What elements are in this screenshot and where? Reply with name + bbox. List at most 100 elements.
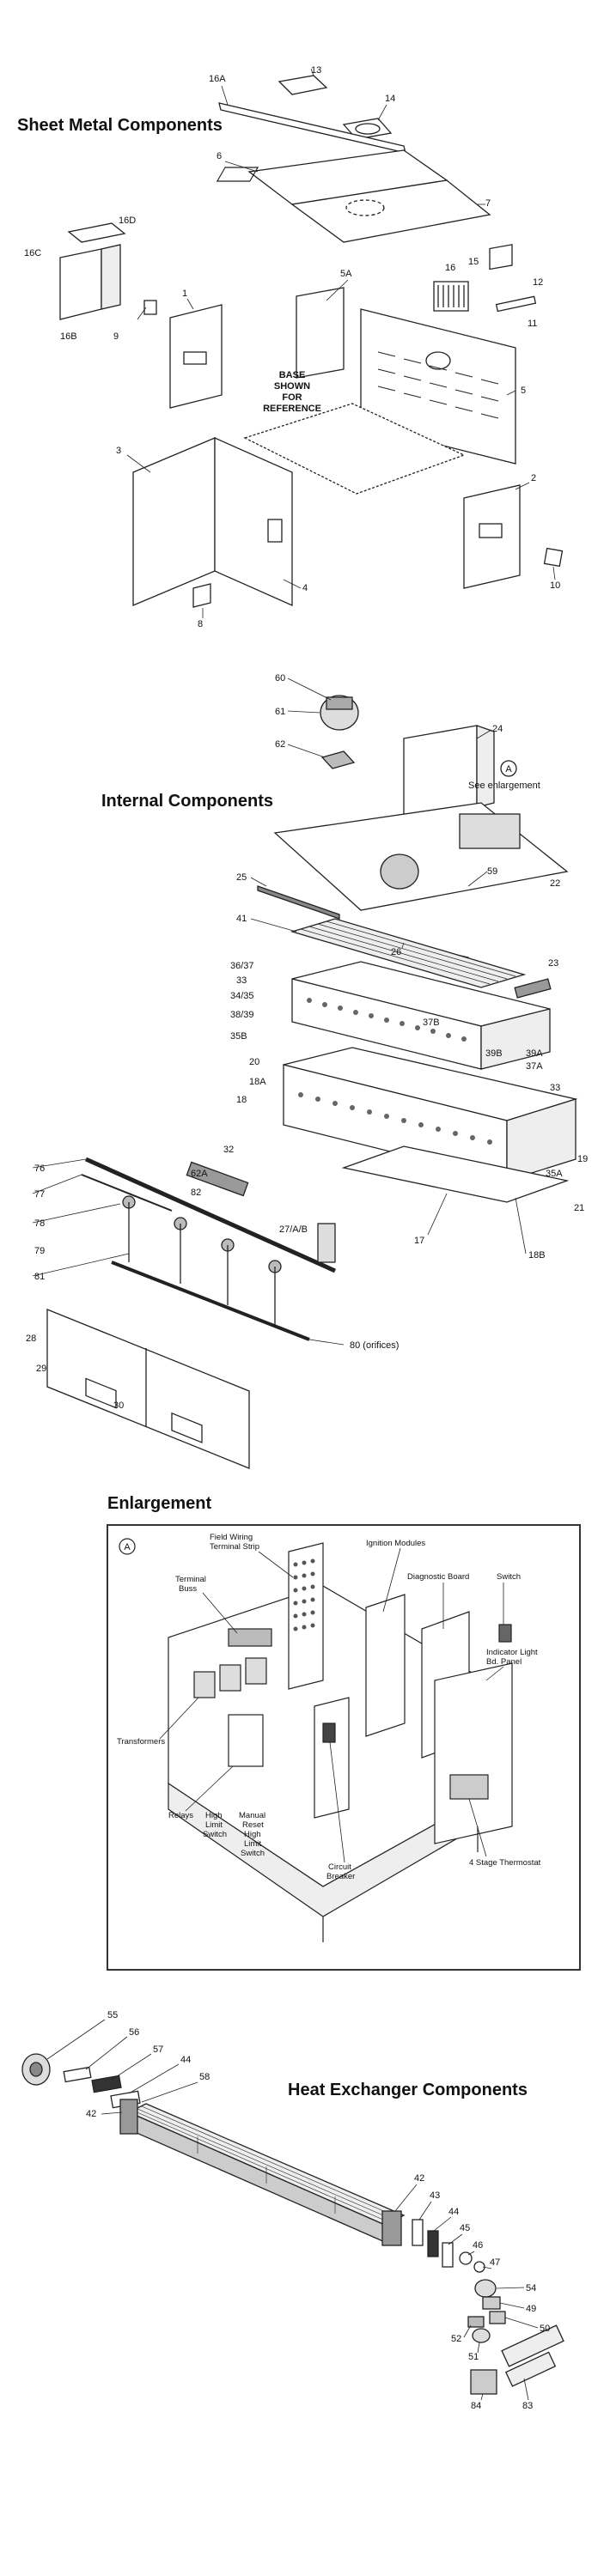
part-3-panel [132, 437, 216, 606]
callout-54: 54 [526, 2283, 536, 2293]
part-62-plate [320, 750, 356, 769]
part-30-window [171, 1412, 203, 1443]
label-high-limit-2: Limit [205, 1820, 223, 1830]
part-52-fitting [467, 2316, 485, 2328]
part-78-valves [122, 1195, 282, 1273]
part-41-heat-exchanger [290, 918, 527, 988]
label-circuit-1: Circuit [328, 1862, 351, 1872]
part-82-block [186, 1161, 249, 1197]
callout-38-39: 38/39 [230, 1010, 254, 1020]
part-5A-panel [296, 287, 345, 379]
callout-79: 79 [34, 1246, 45, 1256]
part-50-fitting [489, 2311, 506, 2324]
callout-30: 30 [113, 1400, 124, 1411]
label-manual-reset-2: Reset [242, 1820, 264, 1830]
thermostat [449, 1774, 489, 1800]
heading-internal: Internal Components [101, 792, 274, 811]
part-28-panel [46, 1309, 250, 1469]
indicator-panel [434, 1662, 513, 1844]
part-46-ring [459, 2251, 473, 2265]
callout-2: 2 [531, 473, 536, 483]
callout-60: 60 [275, 673, 285, 683]
callout-47: 47 [490, 2257, 500, 2268]
end-header-left [119, 2099, 138, 2135]
part-83-pipe [501, 2324, 564, 2367]
callout-42b: 42 [414, 2173, 424, 2184]
label-high-limit-3: Switch [203, 1830, 227, 1839]
callout-84: 84 [471, 2401, 481, 2411]
label-transformers: Transformers [117, 1737, 165, 1747]
callout-44a: 44 [180, 2055, 191, 2065]
callout-37A: 37A [526, 1061, 543, 1072]
callout-62A: 62A [191, 1169, 208, 1179]
heading-sheet-metal: Sheet Metal Components [17, 116, 223, 135]
callout-20: 20 [249, 1057, 259, 1067]
part-24-side [476, 725, 495, 808]
part-11-plate [489, 244, 513, 270]
part-13-plate [278, 75, 328, 95]
base-note-2: SHOWN [274, 381, 310, 392]
part-22-deck [273, 802, 569, 911]
label-manual-reset-4: Limit [244, 1839, 261, 1849]
part-43-gasket [412, 2219, 424, 2246]
part-84-block [470, 2369, 497, 2395]
label-thermostat: 4 Stage Thermostat [469, 1858, 541, 1868]
callout-24: 24 [492, 724, 503, 734]
callout-37B: 37B [423, 1018, 440, 1028]
part-29-window [85, 1377, 117, 1409]
callout-35A: 35A [546, 1169, 563, 1179]
ignition-panel [365, 1594, 406, 1737]
base-note-3: FOR [282, 392, 302, 403]
control-board [459, 813, 521, 849]
part-16-filter [433, 281, 469, 312]
callout-62: 62 [275, 739, 285, 750]
base-note-4: REFERENCE [263, 404, 321, 414]
label-switch: Switch [497, 1572, 521, 1582]
part-57-gasket [91, 2075, 122, 2093]
callout-34-35: 34/35 [230, 991, 254, 1001]
callout-56: 56 [129, 2027, 139, 2038]
callout-39B: 39B [485, 1048, 503, 1059]
callout-18A: 18A [249, 1077, 266, 1087]
callout-25: 25 [236, 872, 247, 883]
callout-33a: 33 [236, 975, 247, 986]
part-45-gasket [442, 2242, 454, 2268]
part-60-motor [326, 696, 353, 710]
switch-rocker [498, 1624, 512, 1643]
part-80-orifice-bar [111, 1261, 310, 1341]
part-23-plate [514, 978, 552, 999]
base-note-1: BASE [279, 370, 306, 380]
callout-26: 26 [391, 947, 401, 957]
label-diagnostic-board: Diagnostic Board [407, 1572, 469, 1582]
part-2-window [479, 523, 503, 538]
callout-42a: 42 [86, 2109, 96, 2119]
callout-50: 50 [540, 2324, 550, 2334]
callout-59: 59 [487, 866, 497, 877]
internal-diagram: A See enlargement [0, 661, 610, 1485]
label-circuit-2: Breaker [326, 1872, 355, 1881]
part-56-gasket [63, 2066, 92, 2083]
part-5-opening [425, 351, 451, 370]
part-16C-side [59, 248, 102, 320]
callout-14: 14 [385, 94, 395, 104]
callout-8: 8 [198, 619, 203, 629]
callout-1: 1 [182, 289, 187, 299]
part-12-bar [495, 295, 537, 313]
heading-enlargement: Enlargement [107, 1494, 212, 1513]
callout-49: 49 [526, 2304, 536, 2314]
enlargement-marker: A [124, 1542, 131, 1552]
callout-45: 45 [460, 2223, 470, 2233]
callout-61: 61 [275, 707, 285, 717]
part-76-manifold [84, 1157, 337, 1273]
enlargement-box: A Field [107, 1524, 581, 1971]
part-9-bracket [143, 300, 157, 315]
blower-assembly [380, 854, 419, 890]
callout-7: 7 [485, 198, 491, 209]
terminal-strip-dots [293, 1558, 315, 1631]
callout-21: 21 [574, 1203, 584, 1213]
callout-16D: 16D [119, 216, 136, 226]
callout-41: 41 [236, 914, 247, 924]
callout-11: 11 [528, 319, 537, 329]
callout-5A: 5A [340, 269, 352, 279]
part-33-side [480, 1008, 551, 1070]
